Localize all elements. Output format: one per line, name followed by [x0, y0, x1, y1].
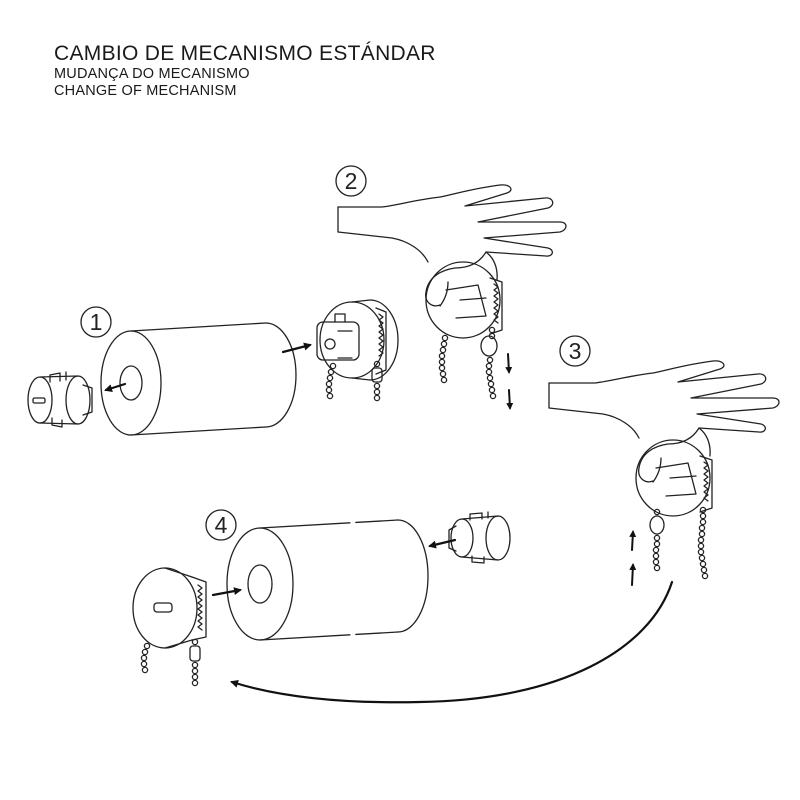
mechanism-2 [425, 261, 503, 400]
arrow-remove-plug [104, 382, 127, 393]
title-english: CHANGE OF MECHANISM [54, 83, 237, 99]
mechanism-1 [316, 299, 399, 402]
step-2-number-circle [335, 165, 367, 197]
end-cap-plug-4 [448, 511, 511, 564]
arrow-return-to-step-4 [230, 580, 674, 704]
step-4-number: 4 [215, 512, 228, 538]
bead-chain-2 [438, 326, 498, 400]
title-portuguese: MUDANÇA DO MECANISMO [54, 66, 250, 82]
arrow-pull-up-1 [629, 530, 637, 551]
tube-1 [100, 322, 297, 436]
mechanism-4 [132, 567, 207, 687]
step-4-group: 4 [132, 509, 511, 687]
arrow-pull-down-2 [506, 389, 514, 410]
arrow-pull-down-1 [505, 353, 513, 374]
tube-4 [226, 519, 429, 641]
step-2-group: 2 [335, 165, 567, 410]
arrow-insert-mechanism [211, 587, 242, 597]
hand-3 [548, 360, 780, 483]
arrow-pull-up-2 [629, 563, 637, 586]
step-1-number-circle [80, 306, 112, 338]
step-3-group: 3 [548, 335, 780, 586]
step-1-group: 1 [27, 299, 399, 436]
end-cap-plug [27, 371, 93, 428]
step-3-number-circle [559, 335, 591, 367]
arrow-into-mechanism [281, 342, 312, 354]
arrow-insert-plug [428, 538, 457, 549]
mechanism-3 [635, 439, 713, 580]
title-spanish: CAMBIO DE MECANISMO ESTÁNDAR [54, 42, 436, 65]
hand-2 [337, 184, 567, 307]
bead-chain-4 [140, 638, 201, 687]
step-4-number-circle [205, 509, 237, 541]
bead-chain-3 [649, 506, 709, 580]
step-1-number: 1 [90, 309, 103, 335]
step-2-number: 2 [345, 168, 358, 194]
bead-chain-1 [325, 360, 383, 402]
step-3-number: 3 [569, 338, 582, 364]
title-block: CAMBIO DE MECANISMO ESTÁNDAR MUDANÇA DO … [54, 42, 436, 100]
